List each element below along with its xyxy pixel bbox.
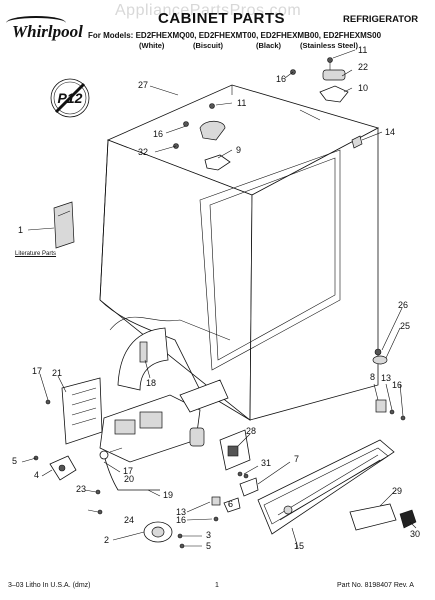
p12-badge-icon: P12	[50, 78, 90, 118]
callout-11: 11	[358, 45, 368, 55]
trim-piece-14	[351, 135, 363, 149]
model-number: ED2FHEXMS00	[323, 31, 382, 40]
callout-20: 20	[124, 474, 135, 484]
callout-17: 17	[32, 366, 43, 376]
callout-9: 9	[236, 145, 242, 155]
screw-24	[97, 509, 103, 515]
callout-7: 7	[294, 454, 300, 464]
callout-26: 26	[398, 300, 409, 310]
watermark: AppliancePartsPros.com	[115, 2, 302, 19]
model-color: (White)	[139, 41, 165, 50]
callout-11: 11	[237, 98, 247, 108]
callout-22: 22	[358, 62, 369, 72]
callout-14: 14	[385, 127, 396, 137]
callout-2: 2	[104, 535, 110, 545]
callout-19: 19	[163, 490, 174, 500]
cabinet-body	[99, 84, 380, 421]
callout-30: 30	[410, 529, 421, 539]
footer-litho: 3–03 Litho In U.S.A. (dmz)	[8, 582, 91, 589]
model-number: ED2FHEXMB00	[260, 31, 319, 40]
leader-lines	[21, 49, 417, 549]
callout-16: 16	[392, 380, 403, 390]
callout-10: 10	[358, 83, 369, 93]
drain-tube-19	[99, 450, 160, 491]
callout-15: 15	[294, 541, 305, 551]
category-label: REFRIGERATOR	[343, 14, 419, 25]
page-title: CABINET PARTS	[158, 10, 286, 27]
callout-28: 28	[246, 426, 257, 436]
hinge-top-right	[290, 57, 349, 103]
callout-17: 17	[123, 466, 134, 476]
leveling-parts	[211, 471, 259, 522]
footer-part-number: Part No. 8198407 Rev. A	[337, 582, 414, 589]
literature-label: Literature Parts	[15, 251, 57, 257]
logo-swoosh-icon	[6, 16, 66, 30]
model-color: (Black)	[256, 41, 282, 50]
callout-32: 32	[138, 147, 149, 157]
screw-23	[95, 489, 101, 495]
side-panel-21	[45, 377, 103, 445]
base-grille-15	[257, 439, 395, 535]
drain-channel-18	[117, 327, 169, 391]
callout-21: 21	[52, 368, 63, 378]
model-number: ED2FHEXMQ00	[135, 31, 195, 40]
callout-29: 29	[392, 486, 403, 496]
models-prefix: For Models:	[88, 31, 134, 40]
hinge-top-center	[173, 103, 231, 171]
callout-4: 4	[34, 470, 40, 480]
badge-text: P12	[58, 90, 83, 106]
footer-page-number: 1	[215, 582, 219, 589]
callout-24: 24	[124, 515, 135, 525]
model-color: (Biscuit)	[193, 41, 223, 50]
callout-3: 3	[206, 530, 212, 540]
callout-13: 13	[176, 507, 187, 517]
logo-text: Whirlpool	[12, 22, 83, 41]
callout-25: 25	[400, 321, 411, 331]
water-filter-29	[349, 503, 417, 531]
literature-booklet	[27, 201, 75, 249]
fan-housing-28	[219, 429, 251, 471]
callout-8: 8	[370, 372, 376, 382]
callout-27: 27	[138, 80, 149, 90]
whirlpool-logo: Whirlpool	[6, 16, 84, 44]
models-line: For Models: ED2FHEXMQ00, ED2FHEXMT00, ED…	[88, 31, 382, 40]
callout-31: 31	[261, 458, 272, 468]
callout-5: 5	[12, 456, 18, 466]
callout-18: 18	[146, 378, 157, 388]
compressor-area	[99, 379, 229, 463]
model-number: ED2FHEXMT00	[198, 31, 257, 40]
callout-6: 6	[228, 499, 234, 509]
callout-23: 23	[76, 484, 87, 494]
callout-16: 16	[153, 129, 164, 139]
callout-13: 13	[381, 373, 392, 383]
callout-5: 5	[206, 541, 212, 551]
callout-16: 16	[276, 74, 287, 84]
roller-assembly-2	[143, 521, 185, 549]
model-color: (Stainless Steel)	[300, 41, 358, 50]
callout-16: 16	[176, 515, 187, 525]
callout-1: 1	[18, 225, 24, 235]
hinge-bottom-right	[372, 348, 406, 421]
bracket-4	[33, 455, 77, 481]
